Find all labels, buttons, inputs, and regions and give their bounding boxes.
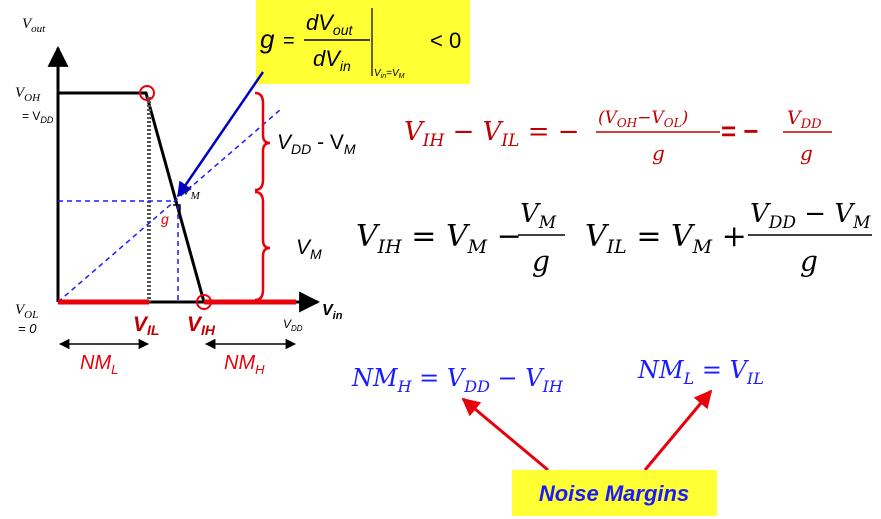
- eq1-eq2: = −: [721, 116, 759, 146]
- voh-corner-marker: [139, 85, 155, 101]
- lower-brace-label: VM: [296, 236, 322, 262]
- vih-label: VIH: [187, 313, 216, 338]
- eq3-lhs: VIL = VM +: [585, 219, 747, 258]
- x-axis-label: Vin: [322, 302, 343, 322]
- vtc-curve: [58, 91, 206, 303]
- lower-brace: [254, 190, 271, 302]
- y-axis-label: Vout: [22, 16, 46, 35]
- nml-label: NML: [80, 352, 118, 377]
- eq1-frac2-num: VDD: [787, 107, 822, 132]
- gain-formula-den: dVin: [313, 46, 351, 74]
- upper-brace: [254, 91, 271, 192]
- eq2-num: VM: [520, 199, 557, 233]
- voh-value: = VDD: [22, 109, 54, 125]
- eq1-lhs: VIH − VIL = −: [404, 117, 580, 151]
- vol-value: = 0: [18, 321, 37, 336]
- eq3-den: g: [800, 245, 818, 278]
- upper-brace-label: VDD - VM: [277, 131, 356, 157]
- gain-eval-at: Vin=VM: [374, 68, 405, 80]
- voh-label: VOH: [15, 85, 41, 104]
- gain-pointer-arrow: [176, 71, 265, 198]
- eq2-lhs: VIH = VM −: [356, 219, 522, 258]
- eq1-frac1-num: (VOH−VOL): [598, 108, 688, 130]
- gain-formula-lhs: g: [260, 24, 275, 54]
- callout-arrow-nmh: [461, 397, 549, 472]
- callout-arrow-nml: [643, 389, 713, 471]
- vol-label: VOL: [15, 302, 38, 321]
- nmh-label: NMH: [224, 352, 265, 377]
- eq2-den: g: [532, 245, 550, 278]
- nmh-equation: NMH = VDD − VIH: [351, 364, 564, 396]
- eq1-frac1-den: g: [652, 141, 665, 165]
- unity-gain-line: [57, 109, 281, 303]
- gain-formula: g = dVout dVin Vin=VM < 0: [260, 8, 461, 80]
- gain-formula-rhs: < 0: [430, 28, 461, 53]
- equation-vih: VIH = VM − VM g: [356, 199, 565, 278]
- eq3-num: VDD − VM: [750, 199, 871, 233]
- nml-equation: NML = VIL: [637, 356, 764, 388]
- gain-formula-eq: =: [283, 30, 295, 52]
- equation-vih-minus-vil: VIH − VIL = − (VOH−VOL) g = − VDD g: [404, 107, 832, 165]
- vil-label: VIL: [133, 313, 159, 338]
- eq1-frac2-den: g: [800, 141, 813, 165]
- equation-vil: VIL = VM + VDD − VM g: [585, 199, 872, 278]
- noise-margins-callout: Noise Margins: [539, 481, 689, 506]
- vdd-tick-label: VDD: [283, 317, 303, 333]
- g-point-label: g: [161, 211, 169, 227]
- noise-margins-callout-box: [512, 470, 717, 516]
- gain-formula-num: dVout: [306, 10, 353, 38]
- slope-triangle: [173, 204, 181, 218]
- gain-formula-box: [256, 0, 470, 84]
